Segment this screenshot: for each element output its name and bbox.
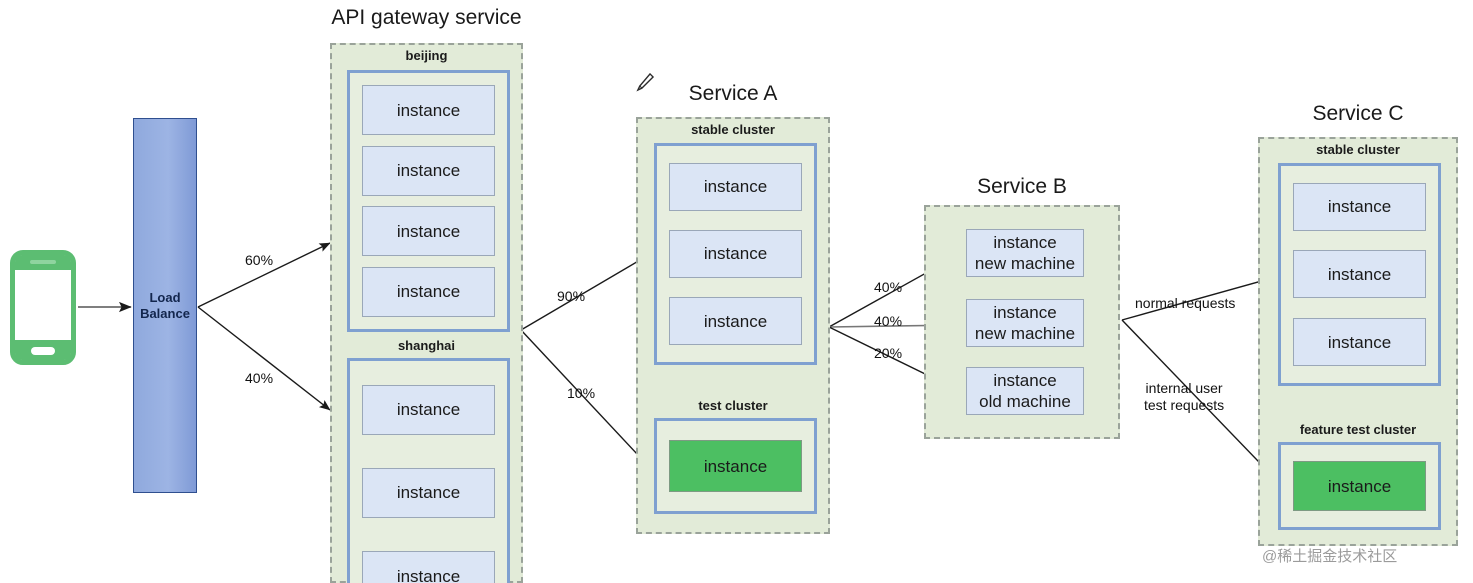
instance-box[interactable]: instance <box>1293 318 1426 367</box>
instance-box[interactable]: instance <box>362 85 495 136</box>
lb-label-line1: Load <box>149 289 181 305</box>
service-c-stable-cluster: instance instance instance <box>1278 163 1441 386</box>
instance-box[interactable]: instance <box>669 297 802 346</box>
shanghai-cluster-label: shanghai <box>397 338 456 353</box>
instance-line2: new machine <box>974 254 1076 273</box>
instance-box-green[interactable]: instance <box>669 440 802 492</box>
instance-box[interactable]: instance <box>669 162 802 211</box>
service-a-test-cluster: instance <box>654 418 817 514</box>
edge-label-lb-to-shanghai: 40% <box>245 370 274 386</box>
service-a-test-cluster-label: test cluster <box>698 398 768 413</box>
phone-home-button <box>31 347 55 355</box>
edit-pencil-icon[interactable] <box>634 70 656 94</box>
instance-box[interactable]: instance <box>362 206 495 257</box>
instance-box-green[interactable]: instance <box>1293 461 1426 511</box>
instance-box[interactable]: instance <box>1293 250 1426 299</box>
edge-label-a-to-b-new2: 40% <box>874 313 903 329</box>
service-b-group: instance new machine instance new machin… <box>924 205 1120 439</box>
service-a-group: stable cluster instance instance instanc… <box>636 117 830 534</box>
edge-label-line1: internal user <box>1145 380 1223 396</box>
instance-box[interactable]: instance <box>362 384 495 435</box>
instance-line2: new machine <box>974 324 1076 343</box>
watermark: @稀土掘金技术社区 <box>1262 548 1398 565</box>
edge-label-gateway-to-stable-a: 90% <box>557 288 586 304</box>
shanghai-cluster: instance instance instance <box>347 358 510 583</box>
edge-label-a-to-b-new1: 40% <box>874 279 903 295</box>
lb-label-line2: Balance <box>140 305 190 321</box>
service-c-feature-test-cluster: instance <box>1278 442 1441 530</box>
api-gateway-title: API gateway service <box>331 6 522 29</box>
beijing-cluster-label: beijing <box>405 48 448 63</box>
service-c-feature-test-cluster-label: feature test cluster <box>1299 422 1417 437</box>
edge-label-a-to-b-old: 20% <box>874 345 903 361</box>
instance-box[interactable]: instance <box>362 145 495 196</box>
edge-label-lb-to-beijing: 60% <box>245 252 274 268</box>
mobile-phone-icon <box>10 250 76 365</box>
instance-line1: instance <box>993 303 1057 322</box>
phone-speaker <box>30 260 56 264</box>
load-balancer-label: Load Balance <box>140 290 190 322</box>
edge-label-b-to-c-normal: normal requests <box>1135 295 1236 311</box>
load-balancer[interactable]: Load Balance <box>133 118 197 493</box>
instance-box[interactable]: instance <box>669 229 802 278</box>
service-b-title: Service B <box>977 175 1067 198</box>
instance-line1: instance <box>993 371 1057 390</box>
service-a-stable-cluster-label: stable cluster <box>691 122 775 137</box>
instance-box[interactable]: instance new machine <box>966 229 1084 277</box>
edge-label-line2: test requests <box>1144 397 1225 413</box>
service-c-title: Service C <box>1312 102 1404 125</box>
api-gateway-group: beijing instance instance instance insta… <box>330 43 523 583</box>
instance-box[interactable]: instance <box>362 266 495 317</box>
edge-label-gateway-to-test-a: 10% <box>567 385 596 401</box>
instance-box[interactable]: instance <box>1293 182 1426 231</box>
instance-line1: instance <box>993 233 1057 252</box>
service-a-stable-cluster: instance instance instance <box>654 143 817 365</box>
service-c-group: stable cluster instance instance instanc… <box>1258 137 1458 546</box>
edge-label-b-to-c-internal-test: internal user test requests <box>1144 380 1224 414</box>
instance-box[interactable]: instance new machine <box>966 299 1084 347</box>
instance-box[interactable]: instance <box>362 467 495 518</box>
service-a-title: Service A <box>688 82 778 105</box>
service-c-stable-cluster-label: stable cluster <box>1316 142 1400 157</box>
instance-box[interactable]: instance old machine <box>966 367 1084 415</box>
instance-line2: old machine <box>979 392 1071 411</box>
beijing-cluster: instance instance instance instance <box>347 70 510 332</box>
instance-box[interactable]: instance <box>362 551 495 583</box>
